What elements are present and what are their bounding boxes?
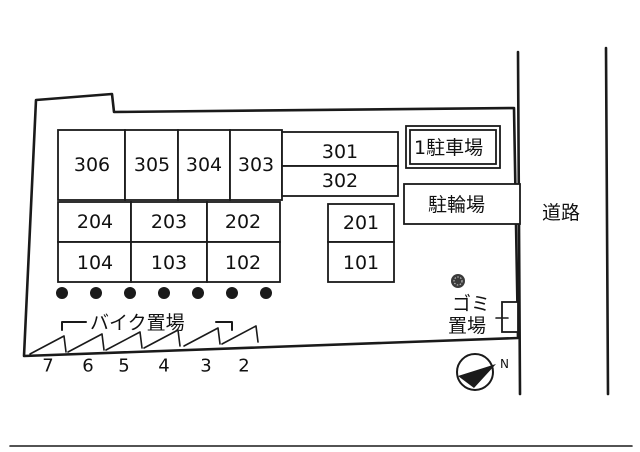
parking-label: 1駐車場 <box>414 137 483 159</box>
bicycle-parking-label: 駐輪場 <box>428 194 485 216</box>
tree-row <box>56 287 272 299</box>
compass-label: N <box>500 357 509 371</box>
garbage-box <box>501 301 519 333</box>
building-third-floor: 306 305 304 303 301 302 <box>57 129 399 201</box>
tree-dot <box>90 287 102 299</box>
bike-slot-mark <box>67 333 105 353</box>
unit-204-label: 204 <box>77 211 113 233</box>
bike-slot-number: 5 <box>118 356 129 377</box>
unit-305 <box>124 129 179 201</box>
unit-102 <box>206 241 281 283</box>
unit-304 <box>177 129 231 201</box>
bike-slot-number: 3 <box>200 356 211 377</box>
bike-slot-number: 4 <box>158 356 169 377</box>
unit-303 <box>229 129 283 201</box>
unit-203-label: 203 <box>151 211 187 233</box>
unit-304-label: 304 <box>186 154 222 176</box>
tree-dot <box>192 287 204 299</box>
road-label: 道路 <box>542 202 580 224</box>
unit-302-label: 302 <box>322 170 358 192</box>
unit-102-label: 102 <box>225 252 261 274</box>
road-edge-right <box>604 46 610 396</box>
tree-dot <box>158 287 170 299</box>
unit-103 <box>130 241 208 283</box>
bike-slot-mark <box>143 329 181 349</box>
unit-101-label: 101 <box>343 252 379 274</box>
bike-parking-bracket <box>61 321 233 331</box>
unit-104-label: 104 <box>77 252 113 274</box>
bike-slot-mark <box>221 325 259 345</box>
garbage-marker-ring <box>453 276 463 286</box>
unit-306-label: 306 <box>74 154 110 176</box>
tree-dot <box>124 287 136 299</box>
unit-104 <box>57 241 132 283</box>
bike-slots: 7 6 5 4 3 2 <box>29 325 259 377</box>
garbage-label-line2: 置場 <box>448 315 486 337</box>
unit-203 <box>130 201 208 243</box>
unit-305-label: 305 <box>134 154 170 176</box>
unit-306 <box>57 129 126 201</box>
unit-201-label: 201 <box>343 212 379 234</box>
unit-302 <box>281 165 399 197</box>
compass-pointer <box>458 364 496 388</box>
bike-slot-number: 2 <box>238 356 249 377</box>
building-lower-floors: 204 203 202 104 103 102 201 101 <box>57 201 395 283</box>
bike-parking-label: バイク置場 <box>90 312 185 334</box>
unit-202 <box>206 201 281 243</box>
bike-slot-number: 6 <box>82 356 93 377</box>
tree-dot <box>56 287 68 299</box>
unit-202-label: 202 <box>225 211 261 233</box>
parking-area-inner <box>409 129 497 165</box>
unit-101 <box>327 241 395 283</box>
unit-301-label: 301 <box>322 141 358 163</box>
tree-dot <box>260 287 272 299</box>
bike-slot-mark <box>105 331 143 351</box>
unit-201 <box>327 203 395 243</box>
unit-303-label: 303 <box>238 154 274 176</box>
garbage-marker <box>451 274 465 288</box>
site-boundary <box>22 92 520 358</box>
unit-103-label: 103 <box>151 252 187 274</box>
bike-slot-mark <box>183 327 221 347</box>
north-arrow: N <box>456 353 509 391</box>
bike-slot-mark <box>29 335 67 355</box>
bike-slot-number: 7 <box>42 356 53 377</box>
garbage-label-line1: ゴミ <box>452 293 490 315</box>
tree-dot <box>226 287 238 299</box>
bicycle-parking-area <box>403 183 521 225</box>
